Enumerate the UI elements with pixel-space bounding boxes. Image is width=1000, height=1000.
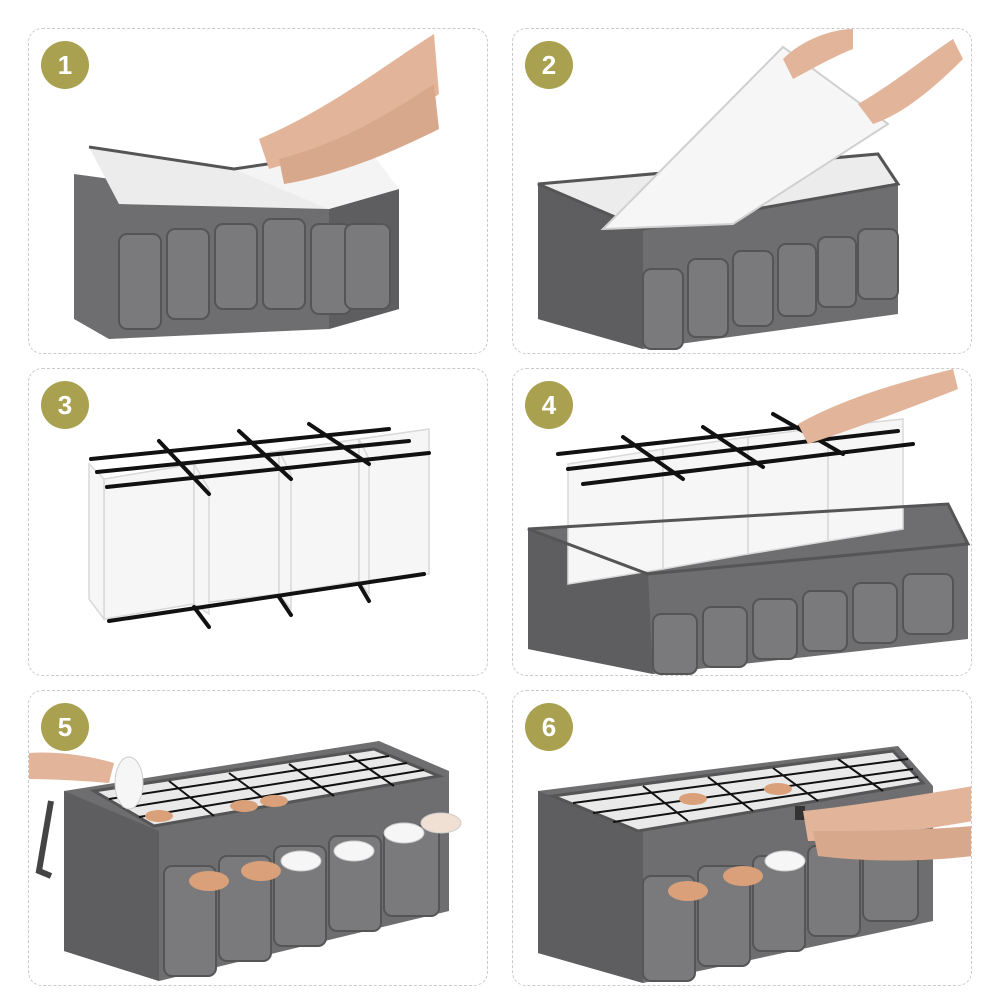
step-panel-3: 3: [28, 368, 488, 676]
step-illustration-6: [538, 746, 971, 983]
step-illustration-5: [29, 741, 462, 981]
step-illustration-1: [74, 34, 439, 339]
step-badge-2: 2: [525, 41, 573, 89]
step-panel-1: 1: [28, 28, 488, 354]
step-illustration-4: [527, 369, 971, 675]
step-badge-3: 3: [41, 381, 89, 429]
step-illustration-2: [537, 29, 963, 350]
step-badge-6: 6: [525, 703, 573, 751]
step-badge-4: 4: [525, 381, 573, 429]
step-badge-1: 1: [41, 41, 89, 89]
step-panel-5: 5: [28, 690, 488, 986]
step-panel-2: 2: [512, 28, 972, 354]
step-illustration-3: [88, 422, 431, 629]
step-panel-4: 4: [512, 368, 972, 676]
step-panel-6: 6: [512, 690, 972, 986]
step-badge-5: 5: [41, 703, 89, 751]
